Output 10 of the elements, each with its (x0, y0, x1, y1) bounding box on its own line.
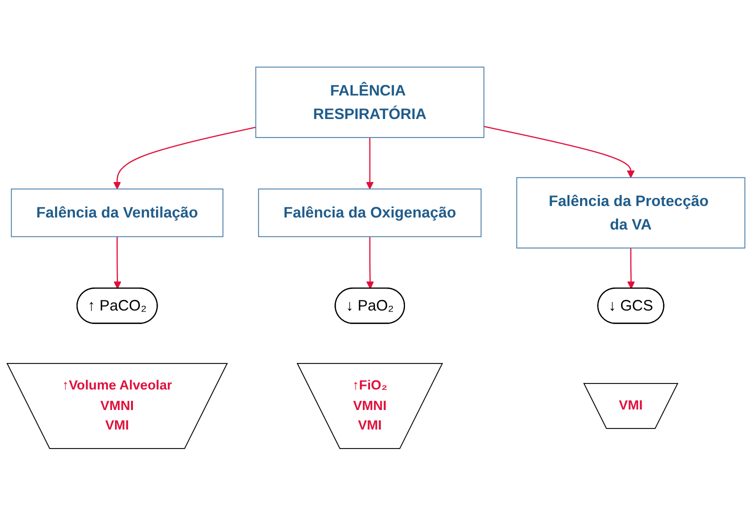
node-box: Falência da Ventilação (10, 188, 224, 238)
arrow (484, 126, 635, 178)
node-box: Falência da Protecção da VA (516, 177, 746, 249)
node-box: FALÊNCIA RESPIRATÓRIA (255, 66, 484, 138)
arrow (627, 248, 635, 290)
arrow (113, 126, 256, 190)
node-box: Falência da Oxigenação (258, 188, 482, 238)
arrow (366, 138, 374, 190)
arrow (114, 236, 122, 290)
arrow (366, 236, 374, 290)
